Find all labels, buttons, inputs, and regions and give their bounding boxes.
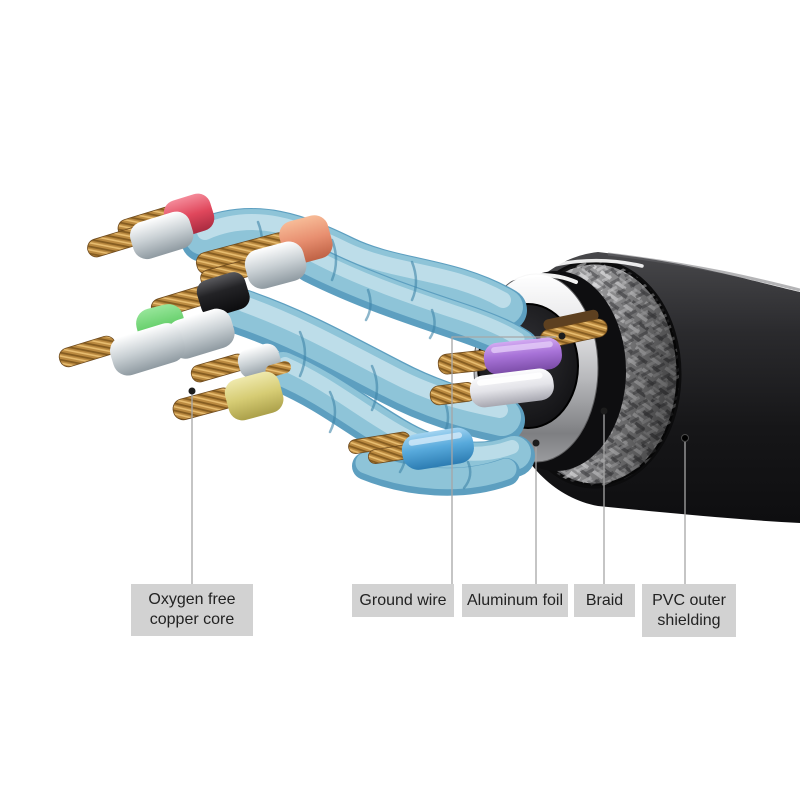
wire-gray-5	[190, 343, 291, 383]
marker-dot-ground-wire	[558, 332, 566, 340]
wire-white	[429, 368, 554, 408]
label-ground-wire: Ground wire	[352, 584, 454, 617]
wire-gray-4	[58, 323, 185, 376]
wire-gray-1	[87, 211, 194, 260]
ground-wires	[539, 309, 608, 348]
twisted-pair-5	[352, 452, 520, 496]
marker-dot-oxygen-free-copper-core	[188, 387, 196, 395]
label-oxygen-free-copper-core: Oxygen free copper core	[131, 584, 253, 636]
leader-lines	[191, 336, 686, 585]
marker-dot-pvc-outer-shielding	[681, 434, 689, 442]
wire-blue	[348, 427, 474, 470]
leader-line-ground-wire	[451, 336, 556, 585]
marker-dot-braid	[600, 407, 608, 415]
label-aluminum-foil: Aluminum foil	[462, 584, 568, 617]
wire-purple	[437, 337, 562, 375]
wire-yellow	[172, 371, 284, 421]
label-braid: Braid	[574, 584, 635, 617]
twisted-pair-1	[181, 208, 527, 332]
marker-dots	[188, 332, 689, 447]
label-pvc-outer-shielding: PVC outer shielding	[642, 584, 736, 637]
marker-dot-aluminum-foil	[532, 439, 540, 447]
